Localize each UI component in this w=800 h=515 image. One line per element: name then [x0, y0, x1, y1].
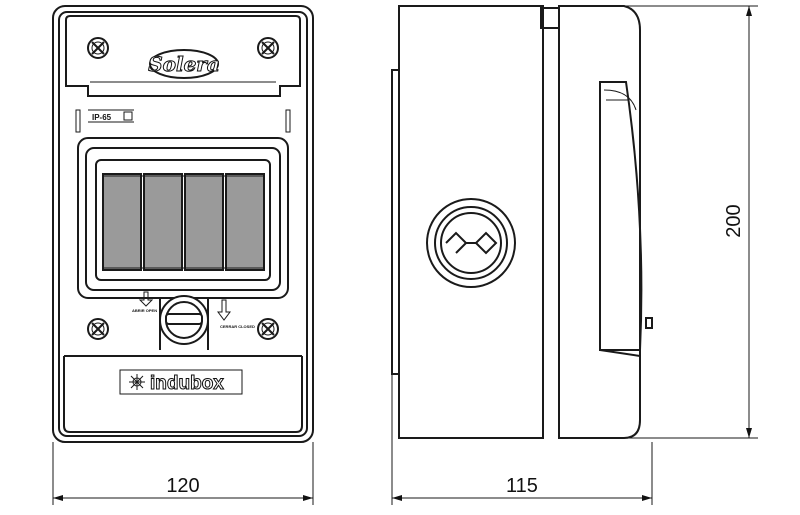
breaker-module: [102, 173, 142, 271]
brand-plate: [119, 369, 243, 395]
arrow-down-icon: [217, 299, 231, 321]
label-close: CERRAR CLOSED: [220, 324, 255, 329]
brand-oval: [149, 49, 219, 79]
top-cover: [65, 15, 301, 97]
latch-tab: [645, 317, 653, 329]
dimension-depth: 115: [391, 374, 653, 505]
dimension-width-label: 120: [166, 475, 199, 497]
slot-mark: [75, 109, 81, 133]
breaker-module: [184, 173, 224, 271]
sun-logo-icon: [129, 374, 145, 390]
front-view: Solera IP-65 ABRIR OPEN CERRAR CLO: [52, 5, 314, 443]
dimension-height: 200: [624, 5, 758, 439]
label-open: ABRIR OPEN: [132, 308, 157, 313]
ip-label: IP-65: [88, 109, 134, 123]
arrow-up-icon: [138, 291, 154, 307]
dimension-depth-label: 115: [506, 475, 538, 497]
side-view: [391, 5, 653, 439]
screw-icon: [87, 318, 109, 340]
dimension-width: 120: [52, 442, 314, 505]
slot-mark: [285, 109, 291, 133]
dimension-height-label: 200: [723, 204, 745, 237]
breaker-module: [143, 173, 183, 271]
brand-bottom-text: indubox: [150, 373, 224, 394]
screw-icon: [87, 37, 109, 59]
brand-top-text: Solera: [148, 52, 220, 76]
window-frame: [85, 147, 281, 291]
window-inner: [95, 159, 271, 281]
cable-gland-icon: [426, 198, 516, 288]
screw-icon: [257, 318, 279, 340]
screw-icon: [257, 37, 279, 59]
svg-text:IP-65: IP-65: [92, 113, 112, 122]
front-inner-shell: [58, 11, 308, 437]
lock-slot: [165, 313, 203, 325]
label-band: [63, 356, 303, 433]
window-profile: [599, 81, 643, 351]
breaker-module: [225, 173, 265, 271]
